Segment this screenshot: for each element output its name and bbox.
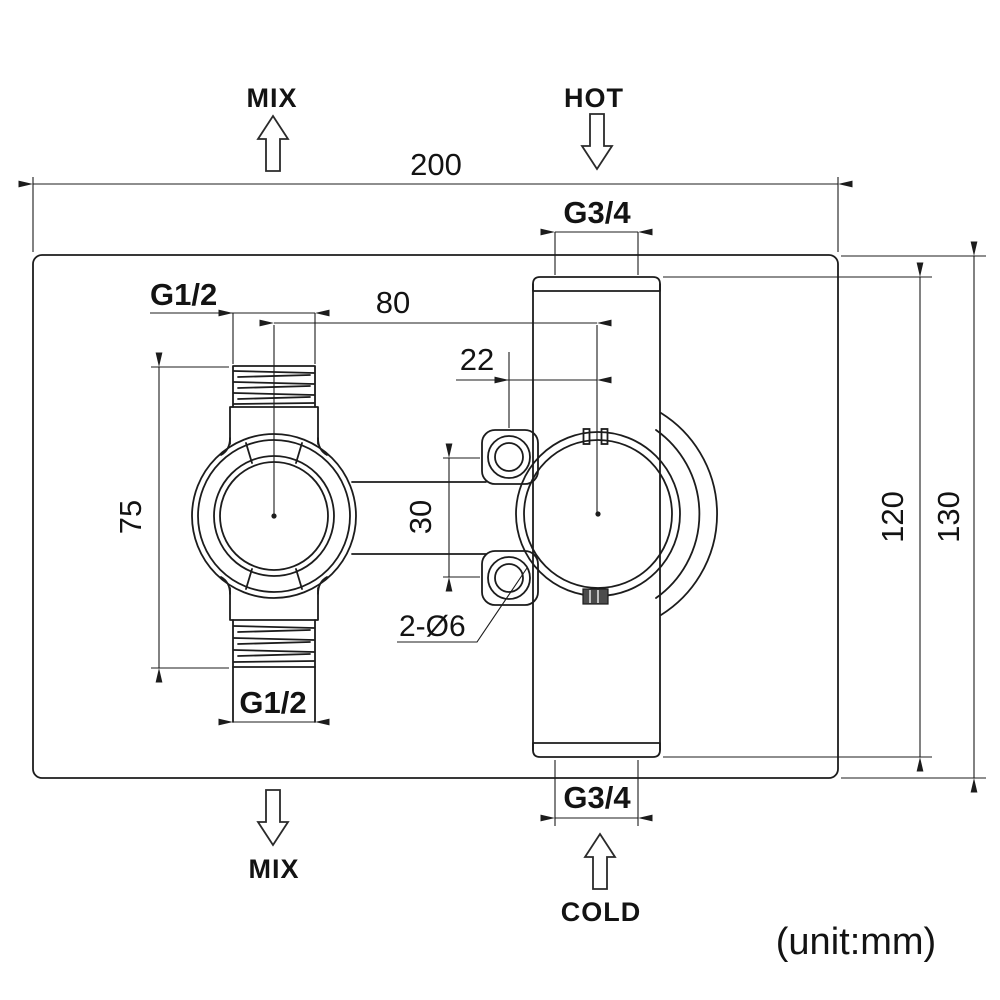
dim-overall-height: 130	[841, 241, 986, 793]
dim-thread-right-bottom: G3/4	[540, 760, 653, 826]
flow-cold: COLD	[561, 832, 642, 927]
left-bottom-collar	[220, 576, 328, 621]
left-valve-key-tabs	[245, 442, 303, 590]
cold-label: COLD	[561, 897, 642, 927]
flow-mix-bottom: MIX	[248, 789, 299, 884]
right-valve-inner-ring	[523, 439, 673, 589]
dim-mount-holes-value: 2-Ø6	[399, 610, 466, 643]
dim-hole-spacing-value: 30	[403, 500, 438, 534]
dim-pipe-length: 120	[663, 262, 932, 772]
mix-top-up-arrow-icon	[256, 114, 290, 172]
mix-bottom-label: MIX	[248, 854, 299, 884]
unit-note: (unit:mm)	[776, 921, 936, 963]
dim-thread-span-value: 75	[113, 500, 148, 534]
right-valve-top-slot	[582, 428, 609, 445]
dim-thread-right-top: G3/4	[540, 195, 653, 275]
dim-overall-width-value: 200	[410, 147, 462, 182]
dim-port-distance: 80	[259, 285, 612, 327]
right-valve-center-mark	[595, 511, 601, 517]
lug-boss-top	[487, 435, 531, 479]
dim-thread-left-top-value: G1/2	[150, 277, 217, 312]
dim-port-distance-value: 80	[376, 285, 410, 320]
cold-up-arrow-icon	[583, 832, 617, 890]
dim-overall-height-value: 130	[931, 491, 966, 543]
dim-thread-left-top: G1/2	[150, 277, 330, 364]
dim-pipe-length-value: 120	[875, 491, 910, 543]
mix-top-label: MIX	[246, 83, 297, 113]
mounting-lug-bottom	[481, 550, 539, 606]
rear-flange-arcs	[655, 412, 718, 616]
left-bottom-pipe-end	[232, 666, 316, 723]
mounting-lug-top	[481, 429, 539, 485]
mix-bottom-down-arrow-icon	[256, 789, 290, 847]
dim-mount-holes: 2-Ø6	[397, 567, 528, 643]
right-valve-bottom-slot	[582, 588, 609, 605]
dim-hole-spacing: 30	[403, 443, 480, 592]
dim-thread-left-bottom: G1/2	[218, 685, 330, 726]
connecting-bar	[351, 481, 487, 555]
left-bottom-thread-section	[232, 619, 316, 668]
dim-thread-right-bottom-value: G3/4	[563, 780, 631, 815]
mounting-plate-outline	[32, 254, 839, 779]
dim-thread-right-top-value: G3/4	[563, 195, 631, 230]
dim-lug-offset: 22	[456, 342, 612, 428]
left-valve-assembly	[191, 325, 357, 723]
right-valve-assembly	[481, 276, 718, 758]
lug-boss-bottom	[487, 556, 531, 600]
right-pipe-column	[532, 276, 661, 758]
dim-lug-offset-value: 22	[460, 342, 494, 377]
mount-hole-bottom	[494, 563, 524, 593]
mount-hole-top	[494, 442, 524, 472]
flow-hot: HOT	[564, 83, 624, 171]
flow-mix-top: MIX	[246, 83, 297, 172]
hot-label: HOT	[564, 83, 624, 113]
dim-thread-left-bottom-value: G1/2	[239, 685, 306, 720]
hot-down-arrow-icon	[580, 113, 614, 171]
dim-overall-width: 200	[18, 147, 853, 252]
dim-thread-span: 75	[113, 352, 229, 683]
